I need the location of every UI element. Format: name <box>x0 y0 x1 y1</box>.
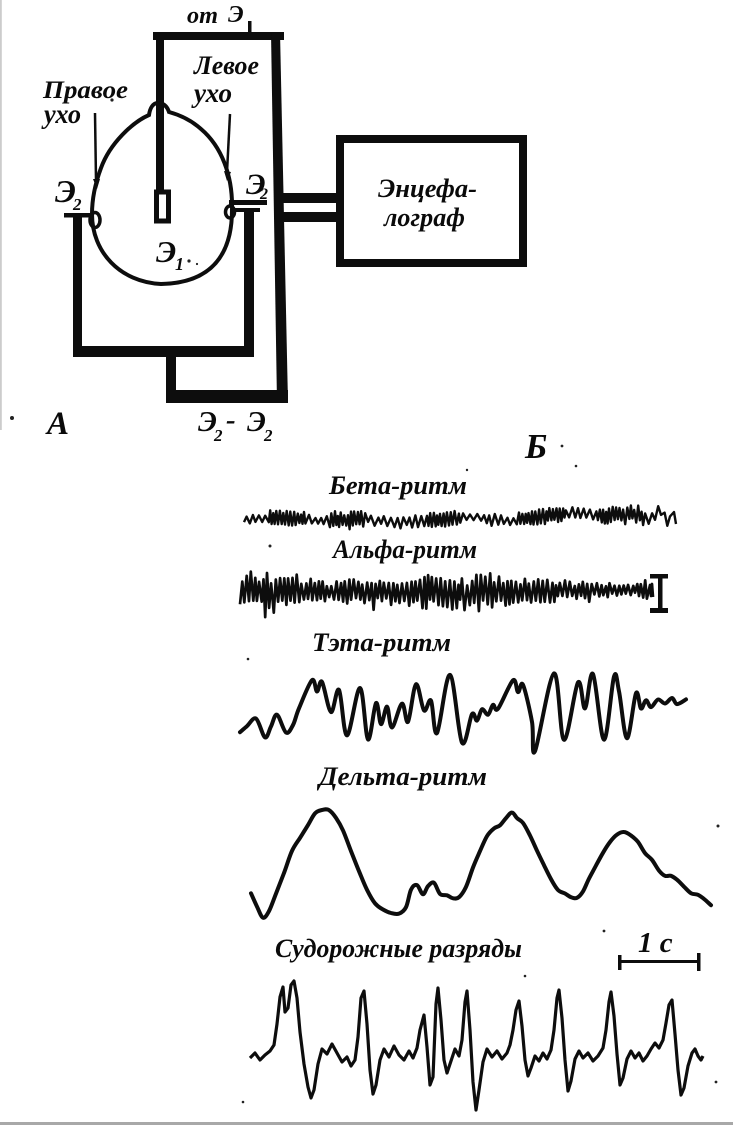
svg-text:ухо: ухо <box>41 99 81 129</box>
svg-text:Энцефа-: Энцефа- <box>378 174 477 203</box>
svg-text:Бета-ритм: Бета-ритм <box>328 471 467 500</box>
svg-text:1 с: 1 с <box>638 927 673 959</box>
svg-text:лограф: лограф <box>383 203 465 232</box>
svg-text:от: от <box>187 3 218 29</box>
svg-text:1: 1 <box>175 254 184 274</box>
svg-text:А: А <box>45 406 69 442</box>
svg-text:Э: Э <box>156 234 176 269</box>
svg-text:Э: Э <box>247 406 266 438</box>
svg-text:Тэта-ритм: Тэта-ритм <box>312 628 451 657</box>
svg-text:2: 2 <box>72 195 82 214</box>
svg-text:Э: Э <box>246 168 266 201</box>
svg-text:Правое: Правое <box>42 77 128 104</box>
svg-text:Э: Э <box>228 2 244 28</box>
svg-text:Э: Э <box>198 406 217 438</box>
svg-text:ухо: ухо <box>191 78 232 108</box>
svg-text:2: 2 <box>213 426 223 445</box>
svg-text:2: 2 <box>263 426 273 445</box>
svg-text:Э: Э <box>55 173 76 209</box>
svg-text:-: - <box>226 404 236 436</box>
svg-text:Дельта-ритм: Дельта-ритм <box>317 762 487 791</box>
svg-text:Судорожные разряды: Судорожные разряды <box>275 934 522 963</box>
svg-text:Левое: Левое <box>193 51 259 80</box>
svg-text:Б: Б <box>524 427 547 466</box>
svg-text:Альфа-ритм: Альфа-ритм <box>331 535 477 564</box>
svg-text:2: 2 <box>259 186 268 203</box>
